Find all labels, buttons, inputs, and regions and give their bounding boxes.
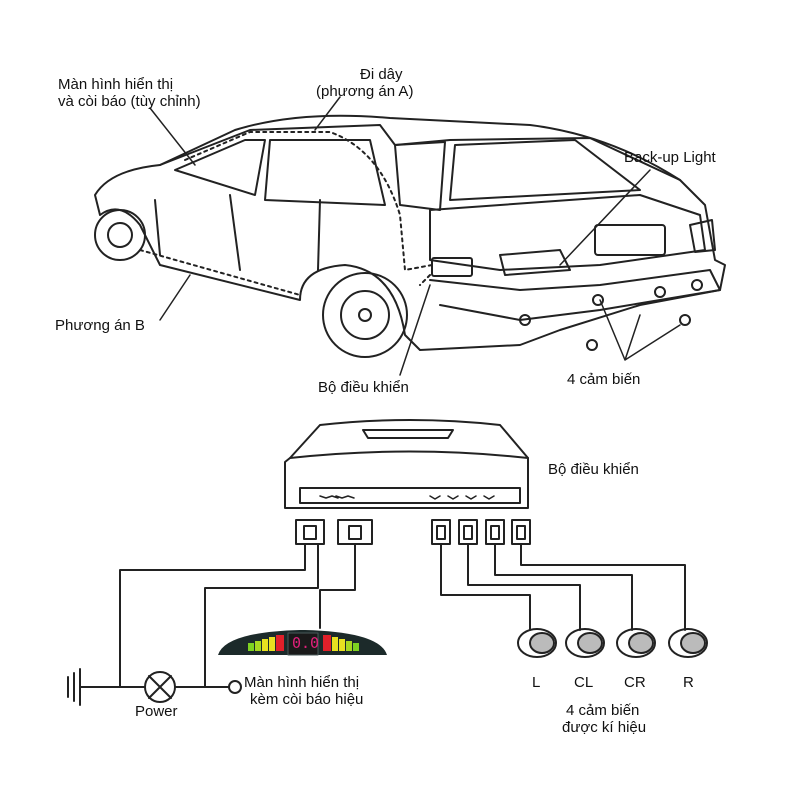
sensor-icons [517,628,708,658]
power-lamp-icon [144,671,176,703]
rear-wheel-hub [358,308,372,322]
label-display-line1: Màn hình hiển thị [58,76,174,93]
car-door-lines [154,194,321,271]
car-trunk-panel [429,194,706,271]
sensor-r [668,628,708,658]
label-controller-car: Bộ điều khiển [318,379,409,396]
sensor-l [517,628,557,658]
label-display-line1-wiring: Màn hình hiển thị [244,674,360,691]
wiring-route-a [184,131,433,271]
leader-lines [149,96,681,376]
label-sensor-cr: CR [624,674,646,691]
display-readout: 0.0 [292,634,320,652]
display-terminal [228,680,242,694]
connectors [295,519,531,545]
label-sensors-line2: được kí hiệu [562,719,647,736]
label-display-line2: và còi báo (tùy chỉnh) [58,93,201,110]
label-sensor-cl: CL [574,674,594,691]
label-display-line2-wiring: kèm còi báo hiệu [250,691,364,708]
label-power: Power [135,703,178,720]
wiring-route-b [139,249,431,296]
label-wiring-line2: (phương án A) [316,83,414,100]
controller-box [284,419,529,509]
label-sensors-car: 4 cảm biến [567,371,641,388]
ground-symbol [67,668,81,706]
rear-wheel-rim [340,290,390,340]
sensor-cr [616,628,656,658]
rear-wheel [322,272,408,358]
car-body-outline [94,114,726,351]
label-sensor-r: R [683,674,694,691]
wires [79,543,686,688]
label-option-b: Phương án B [55,317,145,334]
car-windows [174,139,641,211]
car-roof-line [159,124,681,181]
label-wiring-line1: Đi dây [360,66,403,83]
front-wheel [94,209,146,261]
led-display [218,630,387,656]
rear-plate [594,224,666,256]
label-sensors-line1: 4 cảm biến [566,702,640,719]
label-backup-light: Back-up Light [624,149,716,166]
car-bumper [429,269,721,321]
car-illustration [94,96,726,376]
label-sensor-l: L [532,674,541,691]
label-controller: Bộ điều khiển [548,461,639,478]
front-wheel-rim [107,222,133,248]
car-sensors [519,279,703,351]
tail-light [499,219,716,276]
controller-on-car [431,257,473,277]
sensor-cl [565,628,605,658]
